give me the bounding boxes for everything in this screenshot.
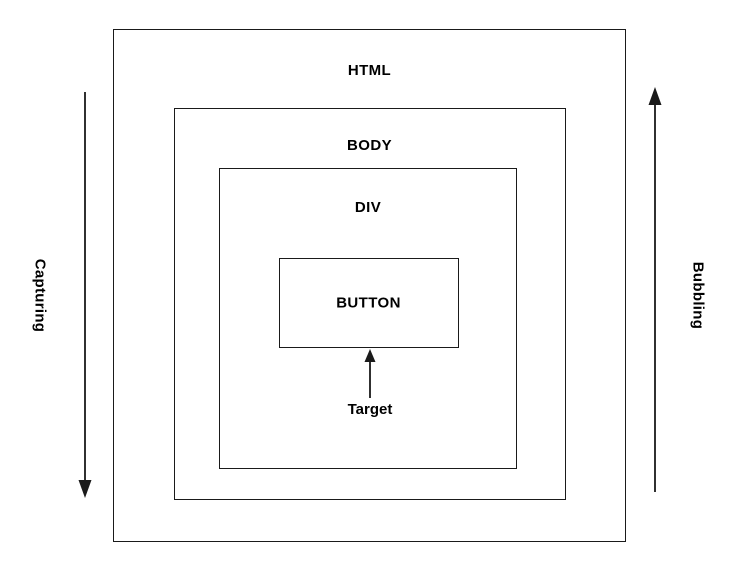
bubbling-arrow-up-icon	[648, 87, 662, 492]
phase-label-bubbling: Bubbling	[689, 261, 707, 330]
node-box-body: BODY DIV BUTTON	[173, 107, 566, 500]
target-label: Target	[347, 401, 393, 418]
node-box-button: BUTTON	[278, 257, 459, 348]
node-label-body: BODY	[347, 136, 392, 154]
target-arrow-up-icon	[364, 349, 376, 398]
node-label-div: DIV	[354, 199, 382, 216]
target-annotation: Target	[330, 348, 410, 428]
node-box-div: DIV BUTTON	[219, 168, 517, 469]
capturing-arrow-down-icon	[78, 92, 92, 498]
phase-label-capturing: Capturing	[31, 258, 49, 333]
node-box-html: HTML BODY DIV BUTTON	[113, 29, 626, 542]
node-label-html: HTML	[347, 62, 392, 79]
node-label-button: BUTTON	[336, 294, 401, 311]
